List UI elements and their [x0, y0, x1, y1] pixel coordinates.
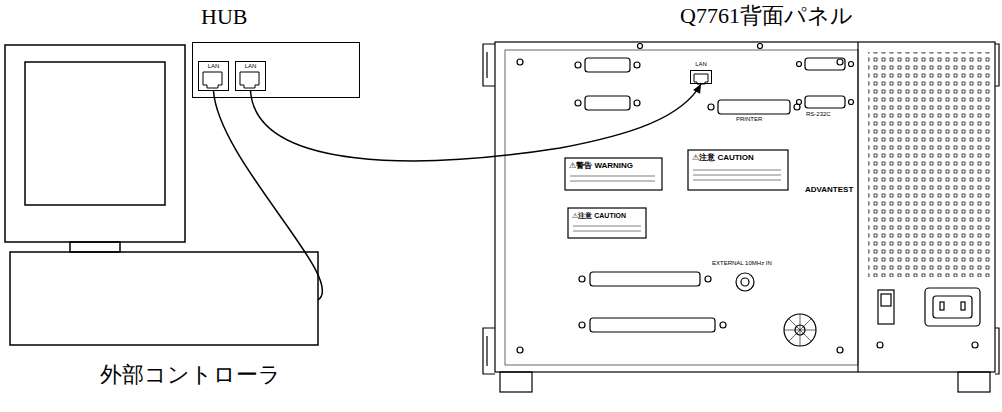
lan-cable: [251, 84, 702, 161]
port-glyph: [203, 72, 708, 88]
lan-cable: [214, 91, 323, 300]
panel-label: ADVANTEST: [805, 186, 853, 195]
panel-label: RS-232C: [806, 111, 831, 118]
panel-label: EXTERNAL 10MHz IN: [712, 260, 772, 267]
hub-port: LAN: [235, 61, 266, 91]
hub-port: LAN: [198, 61, 229, 91]
node-heading: Q7761背面パネル: [680, 4, 853, 28]
panel-label: PRINTER: [736, 116, 762, 123]
network-hub: HUBLANLAN: [192, 42, 360, 98]
node-heading: HUB: [201, 5, 247, 29]
external-controller: 外部コントローラ: [5, 45, 318, 400]
port-label: LAN: [245, 63, 257, 70]
node-caption: 外部コントローラ: [100, 363, 281, 387]
port-label: LAN: [695, 61, 707, 68]
panel-label: ⚠警告 WARNING: [569, 162, 633, 171]
panel-label: ⚠注意 CAUTION: [692, 154, 754, 163]
arrow-head: [693, 84, 701, 94]
panel-drawing: [483, 42, 999, 392]
pc-drawing: [5, 45, 318, 345]
rear-panel: Q7761背面パネルLAN: [480, 40, 1000, 400]
port-label: LAN: [208, 63, 220, 70]
panel-label: ⚠注意 CAUTION: [572, 212, 626, 220]
lan-port: LAN: [690, 70, 712, 84]
